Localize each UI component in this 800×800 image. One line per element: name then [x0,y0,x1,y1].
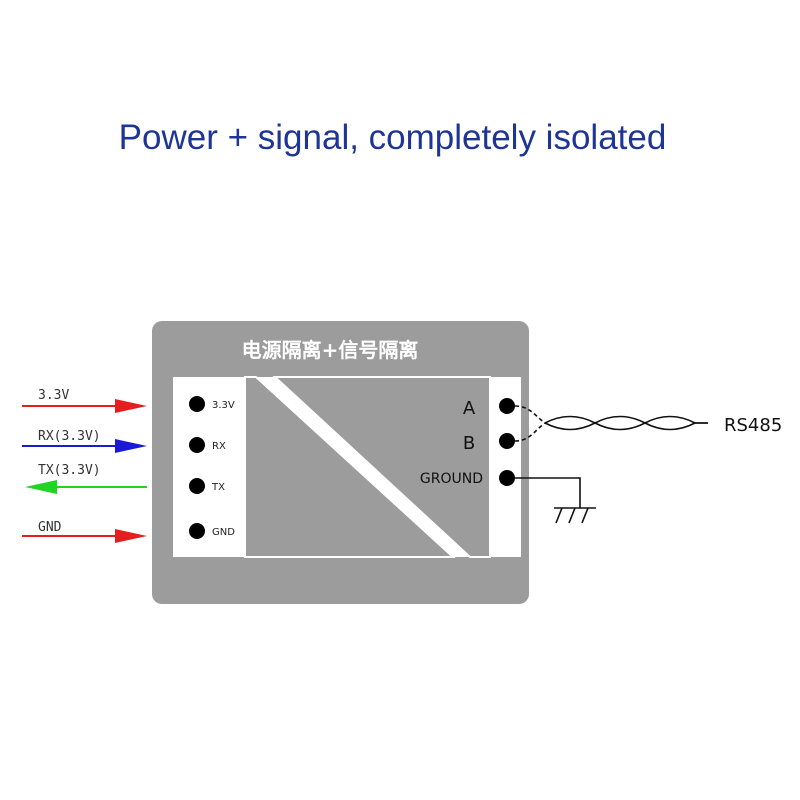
wire-gnd-arrowhead [115,529,147,543]
right-pins: A B GROUND [420,398,515,487]
wire-tx-arrowhead [25,480,57,494]
pin-ground-terminal [499,470,515,486]
wire-rx-label: RX(3.3V) [38,429,101,444]
headline: Power + signal, completely isolated [118,118,667,157]
left-pins: 3.3V RX TX GND [189,396,235,539]
pin-3v3-terminal [189,396,205,412]
pin-a-terminal [499,398,515,414]
wire-rx-arrowhead [115,439,147,453]
pin-b-terminal [499,433,515,449]
pin-gnd-terminal [189,523,205,539]
pin-rx-label: RX [212,441,226,452]
wire-a-dashed [514,405,546,424]
ground-symbol [515,477,596,524]
wire-gnd-label: GND [38,520,62,535]
isolation-barrier-left [244,376,456,558]
pin-tx-terminal [189,478,205,494]
isolation-barrier-right [272,376,491,558]
pin-gnd-label: GND [212,527,235,538]
module-title: 电源隔离+信号隔离 [242,338,419,362]
pin-3v3-label: 3.3V [212,400,235,411]
twisted-strand-2 [544,415,708,431]
rs485-label: RS485 [724,415,782,436]
pin-ground-label: GROUND [420,471,483,487]
twisted-pair [514,405,708,442]
pin-rx-terminal [189,437,205,453]
wire-tx-label: TX(3.3V) [38,463,101,478]
wire-3v3-arrowhead [115,399,147,413]
twisted-strand-1 [544,415,708,431]
left-wires: 3.3V RX(3.3V) TX(3.3V) GND [22,388,147,543]
pin-a-label: A [463,398,476,419]
wire-b-dashed [514,422,546,442]
wire-3v3-label: 3.3V [38,388,69,403]
pin-tx-label: TX [211,482,225,493]
pin-b-label: B [463,433,475,454]
